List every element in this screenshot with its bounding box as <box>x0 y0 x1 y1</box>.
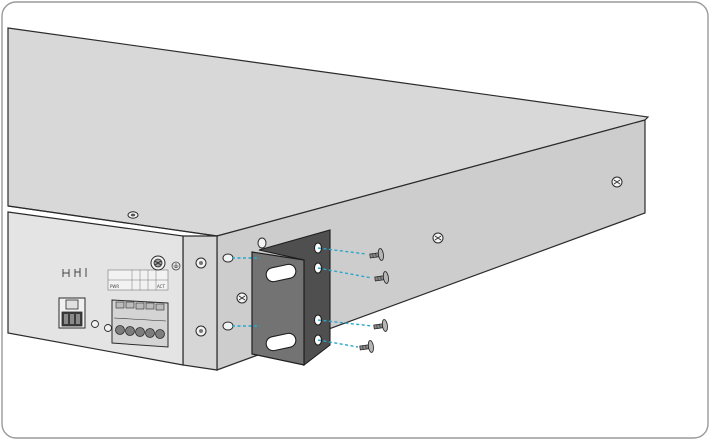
side-screw-icon <box>611 176 623 188</box>
terminal-strip-icon <box>111 299 169 348</box>
screw-icon <box>373 319 388 332</box>
ground-icon <box>171 261 181 271</box>
panel-screw-icon <box>91 320 99 328</box>
alignment-guides <box>232 247 373 348</box>
mounting-hole-icon <box>257 237 267 249</box>
side-fixtures <box>222 176 623 331</box>
mounting-hole-icon <box>222 321 234 331</box>
terminal-label-act: ACT <box>157 284 165 289</box>
side-screw-icon <box>236 292 248 304</box>
mounting-bracket-icon <box>251 229 331 367</box>
ground-screw-icon <box>150 255 166 271</box>
power-terminal-icon <box>58 297 86 329</box>
port-symbol-icon <box>62 268 87 277</box>
terminal-label-pwr: PWR <box>110 284 119 289</box>
screw-icon <box>359 340 374 353</box>
front-bezel-edge <box>182 235 218 371</box>
bracket-slot-upper <box>265 263 297 283</box>
bezel-screws <box>195 257 207 337</box>
bracket-slot-lower <box>265 332 297 352</box>
terminal-label: PWR ACT <box>107 269 169 291</box>
side-screw-icon <box>432 232 444 244</box>
panel-screw-icon <box>104 324 112 332</box>
screws <box>359 248 389 353</box>
top-screw-icon <box>127 211 139 219</box>
mounting-hole-icon <box>222 253 234 263</box>
front-panel-details: PWR ACT <box>58 255 181 348</box>
screw-icon <box>369 248 384 261</box>
screw-icon <box>374 271 389 284</box>
